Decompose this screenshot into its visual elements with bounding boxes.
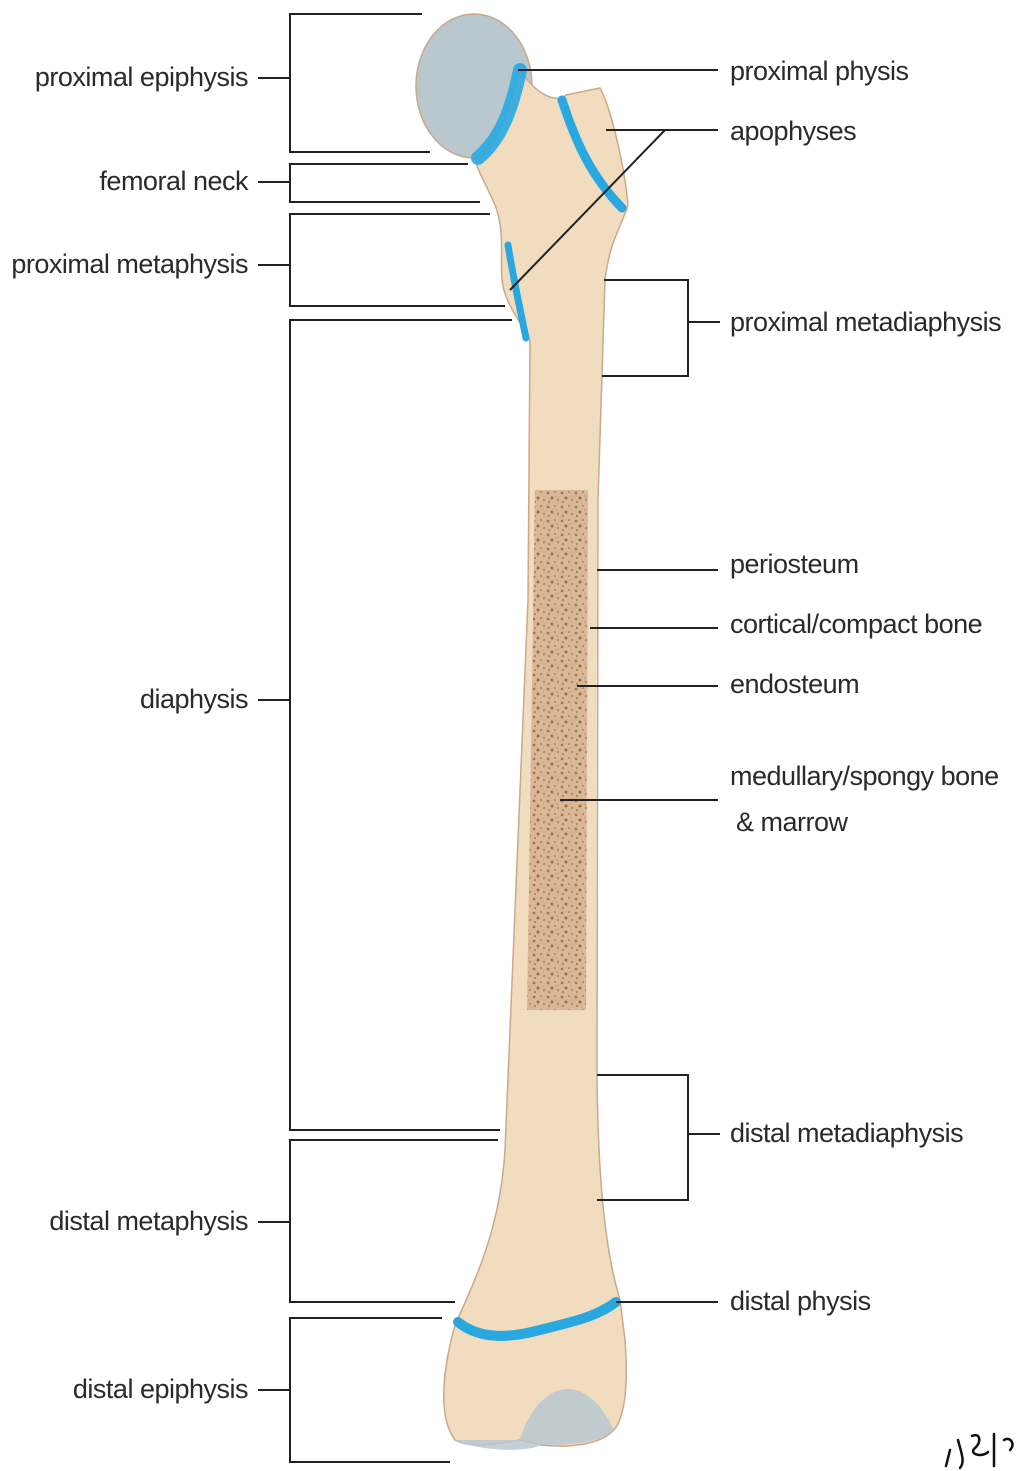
label-distal-epiphysis: distal epiphysis (73, 1373, 248, 1405)
bracket-femoral-neck (290, 164, 480, 202)
label-endosteum: endosteum (730, 668, 859, 700)
bracket-proximal-epiphysis (290, 14, 430, 152)
label-femoral-neck: femoral neck (99, 165, 248, 197)
label-cortical-compact-bone: cortical/compact bone (730, 608, 982, 640)
label-distal-physis: distal physis (730, 1285, 871, 1317)
bracket-distal-metadiaphysis (597, 1075, 688, 1200)
label-diaphysis: diaphysis (140, 683, 248, 715)
label-periosteum: periosteum (730, 548, 859, 580)
bracket-proximal-metadiaphysis (602, 280, 688, 376)
marrow-cavity (527, 490, 588, 1010)
left-brackets (258, 14, 512, 1462)
label-proximal-metaphysis: proximal metaphysis (11, 248, 248, 280)
label-medullary-spongy-bone: medullary/spongy bone (730, 760, 999, 792)
label-distal-metadiaphysis: distal metadiaphysis (730, 1117, 963, 1149)
signature (946, 1434, 1012, 1468)
label-marrow: & marrow (736, 806, 848, 838)
label-apophyses: apophyses (730, 115, 856, 147)
label-proximal-epiphysis: proximal epiphysis (35, 61, 248, 93)
bracket-proximal-metaphysis (290, 214, 505, 306)
label-proximal-metadiaphysis: proximal metadiaphysis (730, 306, 1001, 338)
bracket-diaphysis (290, 320, 512, 1130)
bracket-distal-epiphysis (290, 1318, 450, 1462)
bracket-distal-metaphysis (290, 1140, 498, 1302)
label-distal-metaphysis: distal metaphysis (49, 1205, 248, 1237)
label-proximal-physis: proximal physis (730, 55, 909, 87)
femur-bone (416, 14, 628, 1450)
